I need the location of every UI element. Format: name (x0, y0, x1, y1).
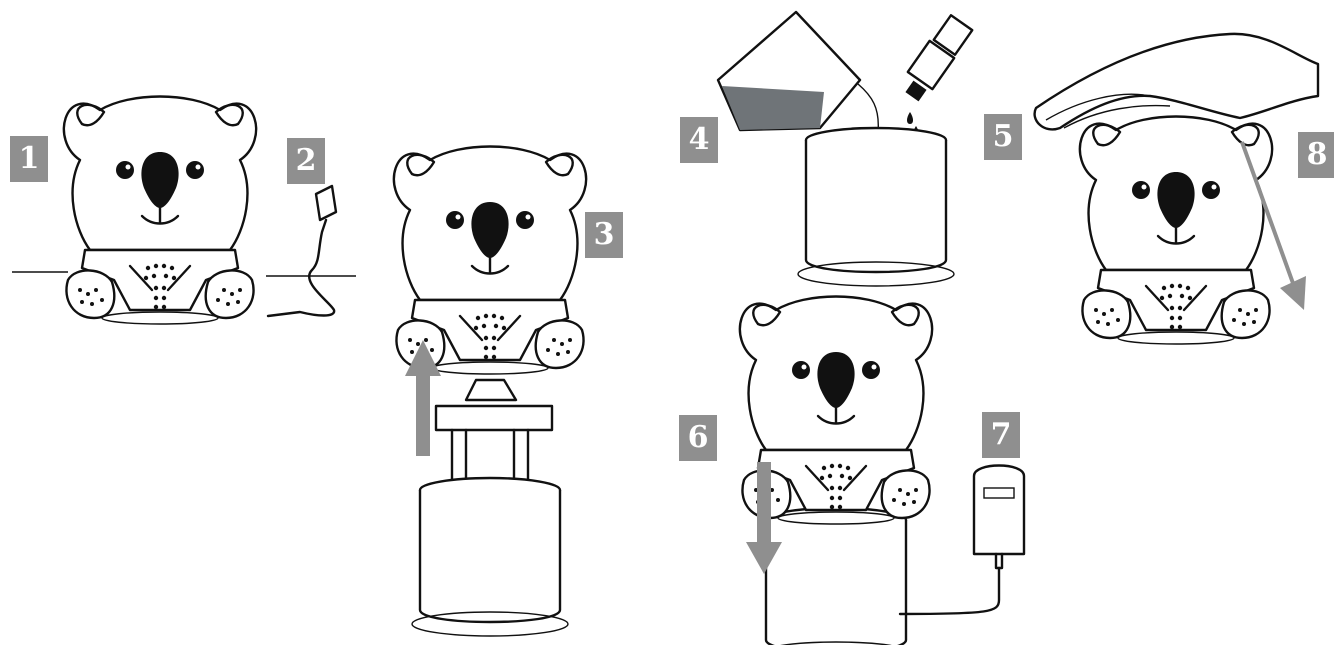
step-badge-8: 8 (1298, 132, 1334, 178)
step-badge-2: 2 (287, 138, 325, 184)
measuring-cup-icon (718, 12, 878, 132)
step-badge-7: 7 (982, 412, 1020, 458)
step-badge-6: 6 (679, 415, 717, 461)
step4-tank (798, 128, 954, 286)
step-badge-3: 3 (585, 212, 623, 258)
step-badge-5: 5 (984, 114, 1022, 160)
hand-icon (1035, 34, 1318, 130)
step3-tank (412, 478, 568, 636)
step-badge-4: 4 (680, 117, 718, 163)
step3-koala (394, 147, 586, 375)
power-adapter-icon (266, 186, 356, 316)
step6-tank (758, 508, 914, 645)
atomizer-plate (436, 380, 552, 484)
step-badge-1: 1 (10, 136, 48, 182)
essential-oil-bottle-icon (905, 15, 972, 138)
step1-koala (12, 97, 256, 325)
